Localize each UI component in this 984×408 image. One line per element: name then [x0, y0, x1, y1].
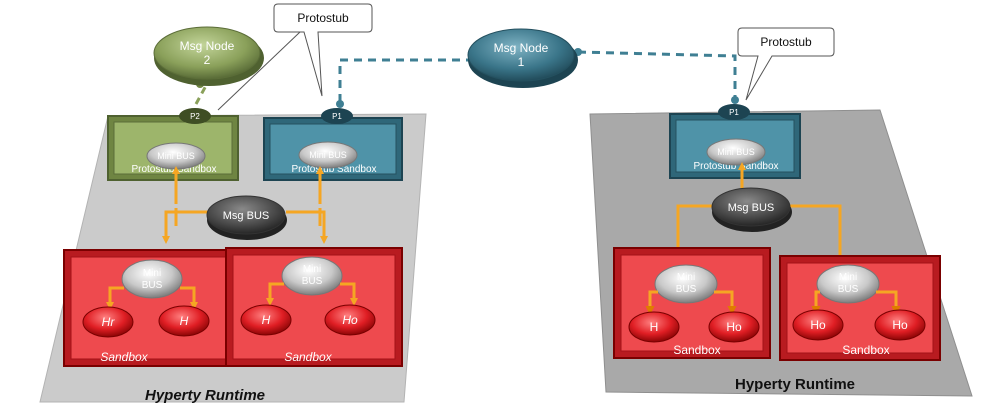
- protostub-sandbox-p1-right[interactable]: Protostub Sandbox: [669, 113, 801, 179]
- stub-p2[interactable]: P2: [179, 108, 211, 124]
- hyperty-ho-right-2b[interactable]: Ho: [874, 309, 926, 341]
- msg-node-2-label: Msg Node: [180, 39, 235, 53]
- stub-p1-left-label: P1: [332, 112, 342, 121]
- mini-bus-sandbox-right-1[interactable]: Mini BUS: [654, 264, 718, 304]
- mini-bus-sandbox-left-1[interactable]: Mini BUS: [121, 259, 183, 299]
- mini-bus-p1-right[interactable]: Mini BUS: [706, 138, 766, 166]
- hyperty-ho-right-2a[interactable]: Ho: [792, 309, 844, 341]
- mini-bus-p1-left-label: Mini BUS: [309, 150, 347, 160]
- hyperty-hr[interactable]: Hr: [82, 306, 134, 338]
- mini-bus-p2-label: Mini BUS: [157, 151, 195, 161]
- msg-bus-right[interactable]: Msg BUS: [711, 187, 792, 232]
- sandbox-right-1-label: Sandbox: [673, 343, 720, 357]
- protostub-sandbox-p1-left-label: Protostub Sandbox: [291, 164, 376, 175]
- stub-p1-right-label: P1: [729, 108, 739, 117]
- mini-bus-sandbox-right-2-line1: Mini: [839, 272, 857, 283]
- msg-bus-left-label: Msg BUS: [223, 210, 269, 222]
- protostub-callout-right: Protostub: [737, 27, 835, 101]
- msg-node-2-number: 2: [204, 53, 211, 67]
- msg-node-2[interactable]: Msg Node 2: [153, 26, 264, 86]
- dashed-links: [338, 50, 737, 102]
- link-dot: [336, 100, 344, 108]
- hyperty-h-right-1-label: H: [650, 320, 659, 334]
- sandbox-left-2-label: Sandbox: [284, 350, 332, 364]
- hyperty-ho-right-1-label: Ho: [726, 320, 742, 334]
- msg-bus-arrows-left: [162, 166, 328, 244]
- stub-p1-left[interactable]: P1: [321, 108, 353, 124]
- hyperty-h-left-1[interactable]: H: [158, 305, 210, 337]
- mini-bus-sandbox-left-2[interactable]: Mini BUS: [281, 256, 343, 296]
- runtime-label-right: Hyperty Runtime: [735, 376, 855, 393]
- hyperty-hr-label: Hr: [102, 315, 116, 329]
- hyperty-h-left-2-label: H: [262, 313, 271, 327]
- runtime-label-left: Hyperty Runtime: [145, 387, 265, 404]
- mini-bus-sandbox-right-2[interactable]: Mini BUS: [816, 264, 880, 304]
- msg-bus-left[interactable]: Msg BUS: [206, 195, 287, 240]
- mini-bus-p1-right-label: Mini BUS: [717, 147, 755, 157]
- mini-bus-sandbox-left-2-line2: BUS: [302, 276, 323, 287]
- sandbox-right-1-arrows: [645, 290, 737, 315]
- hyperty-h-left-2[interactable]: H: [240, 304, 292, 336]
- hyperty-ho-right-1[interactable]: Ho: [708, 311, 760, 343]
- protostub-sandbox-p1-right-label: Protostub Sandbox: [693, 161, 778, 172]
- mini-bus-sandbox-right-1-line2: BUS: [676, 284, 697, 295]
- protostub-callout-right-label: Protostub: [760, 35, 812, 49]
- sandbox-right-2-arrows: [811, 290, 901, 315]
- msg-node-1[interactable]: Msg Node 1: [467, 28, 578, 88]
- msg-bus-right-label: Msg BUS: [728, 202, 774, 214]
- sandbox-left-1-label: Sandbox: [100, 350, 148, 364]
- hyperty-ho-left-2[interactable]: Ho: [324, 304, 376, 336]
- hyperty-ho-right-2a-label: Ho: [810, 318, 826, 332]
- mini-bus-sandbox-right-1-line1: Mini: [677, 272, 695, 283]
- msg-bus-arrows-right: [673, 162, 845, 267]
- hyperty-ho-left-2-label: Ho: [342, 313, 358, 327]
- mini-bus-p1-left[interactable]: Mini BUS: [298, 141, 358, 169]
- protostub-callout-left: Protostub: [217, 3, 373, 111]
- stub-p2-label: P2: [190, 112, 200, 121]
- mini-bus-sandbox-right-2-line2: BUS: [838, 284, 859, 295]
- sandbox-left-1-arrows: [106, 286, 198, 310]
- protostub-callout-left-label: Protostub: [297, 11, 349, 25]
- mini-bus-sandbox-left-2-line1: Mini: [303, 264, 321, 275]
- hyperty-h-left-1-label: H: [180, 314, 189, 328]
- msg-node-1-label: Msg Node: [494, 41, 549, 55]
- stub-p1-right[interactable]: P1: [718, 104, 750, 120]
- mini-bus-p2[interactable]: Mini BUS: [146, 142, 206, 170]
- sandbox-right-2-label: Sandbox: [842, 343, 889, 357]
- dashed-link-p2: [194, 81, 210, 105]
- link-dot: [731, 96, 739, 104]
- sandbox-left-2-arrows: [266, 282, 358, 306]
- mini-bus-sandbox-left-1-line1: Mini: [143, 268, 161, 279]
- hyperty-ho-right-2b-label: Ho: [892, 318, 908, 332]
- mini-bus-sandbox-left-1-line2: BUS: [142, 280, 163, 291]
- msg-node-1-number: 1: [518, 55, 525, 69]
- hyperty-h-right-1[interactable]: H: [628, 311, 680, 343]
